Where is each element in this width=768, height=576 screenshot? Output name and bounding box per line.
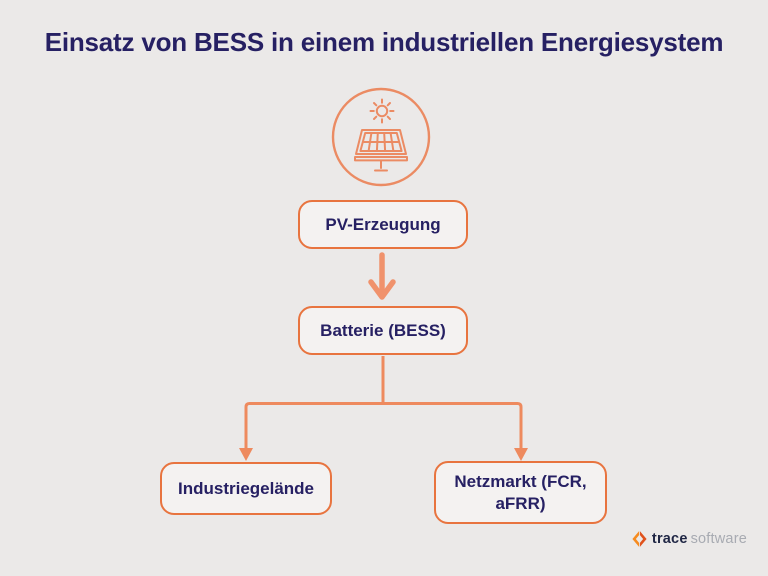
logo-word-software: software bbox=[690, 531, 747, 547]
node-netzmarkt: Netzmarkt (FCR, aFRR) bbox=[434, 461, 607, 524]
node-industriegelaende: Industriegelände bbox=[160, 462, 332, 515]
node-batterie-bess: Batterie (BESS) bbox=[298, 306, 468, 355]
trace-software-logo-icon bbox=[632, 531, 647, 547]
solar-panel-sun-icon bbox=[331, 87, 431, 187]
node-industriegelaende-label: Industriegelände bbox=[177, 478, 315, 498]
node-batterie-bess-label: Batterie (BESS) bbox=[320, 320, 446, 340]
node-netzmarkt-label: Netzmarkt (FCR, aFRR) bbox=[454, 472, 587, 513]
arrowhead-pv-to-bess bbox=[368, 279, 396, 300]
node-pv-erzeugung-label: PV-Erzeugung bbox=[325, 214, 441, 234]
edge-branch bbox=[244, 402, 523, 450]
page-title: Einsatz von BESS in einem industriellen … bbox=[44, 27, 724, 57]
node-pv-erzeugung: PV-Erzeugung bbox=[298, 200, 468, 249]
logo-word-trace: trace bbox=[651, 531, 688, 547]
arrowhead-to-netzmarkt bbox=[514, 448, 528, 461]
arrowhead-to-industriegelaende bbox=[239, 448, 253, 461]
